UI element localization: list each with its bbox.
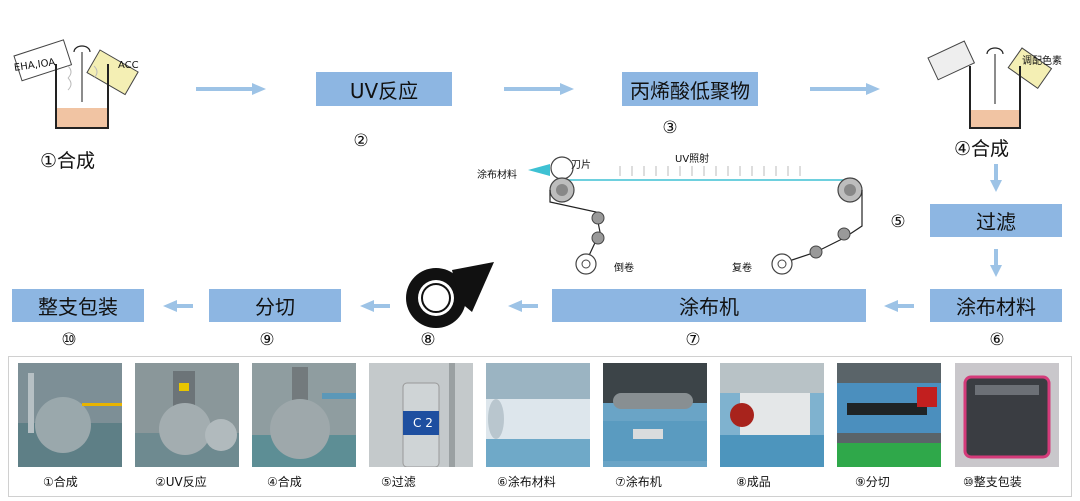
step1-beaker-illustration [8, 38, 148, 138]
step2-box: UV反应 [316, 72, 452, 106]
step1-label: ①合成 [40, 150, 96, 172]
photo-coater [603, 363, 707, 467]
coater-unwind-label: 倒卷 [614, 263, 634, 274]
arrow-6-7 [884, 300, 914, 312]
photo-packaging [955, 363, 1059, 467]
photo-caption-2: ②UV反应 [155, 475, 207, 489]
step3-box: 丙烯酸低聚物 [622, 72, 758, 106]
step4-beaker-illustration [924, 38, 1070, 138]
photo-finished-product [720, 363, 824, 467]
step4-label: ④合成 [954, 138, 1010, 160]
arrow-1-2 [196, 83, 266, 95]
step5-number: ⑤ [890, 212, 906, 232]
step10-box: 整支包装 [12, 289, 144, 322]
photo-caption-3: ④合成 [267, 475, 302, 489]
coater-blade-label: 刀片 [571, 160, 591, 171]
step6-number: ⑥ [989, 330, 1005, 350]
step10-number: ⑩ [61, 330, 77, 350]
photo-synthesis-4 [252, 363, 356, 467]
step9-box: 分切 [209, 289, 341, 322]
arrow-9-10 [163, 300, 193, 312]
tape-roll-icon [402, 262, 494, 332]
photo-caption-8: ⑨分切 [855, 475, 890, 489]
step7-number: ⑦ [685, 330, 701, 350]
svg-text:C 2: C 2 [413, 416, 433, 430]
photo-coating-material [486, 363, 590, 467]
step5-box: 过滤 [930, 204, 1062, 237]
photo-caption-1: ①合成 [43, 475, 78, 489]
step7-box: 涂布机 [552, 289, 866, 322]
arrow-5-6 [990, 249, 1002, 277]
step8-number: ⑧ [420, 330, 436, 350]
photo-caption-4: ⑤过滤 [381, 475, 416, 489]
step9-number: ⑨ [259, 330, 275, 350]
photo-synthesis-1 [18, 363, 122, 467]
step1-right-tag: ACC [118, 60, 139, 71]
coater-uv-label: UV照射 [675, 154, 710, 165]
step6-box: 涂布材料 [930, 289, 1062, 322]
coater-material-label: 涂布材料 [477, 170, 517, 181]
step2-number: ② [353, 131, 369, 151]
coater-rewind-label: 复卷 [732, 263, 752, 274]
photo-caption-6: ⑦涂布机 [615, 475, 662, 489]
photo-caption-5: ⑥涂布材料 [497, 475, 556, 489]
photo-caption-9: ⑩整支包装 [963, 475, 1022, 489]
arrow-2-3 [504, 83, 574, 95]
photo-strip: ①合成 ②UV反应 ④合成 C 2 ⑤过滤 ⑥涂布材料 ⑦涂布机 ⑧成品 ⑨分切… [8, 356, 1072, 497]
arrow-3-4 [810, 83, 880, 95]
photo-caption-7: ⑧成品 [736, 475, 771, 489]
arrow-7-8 [508, 300, 538, 312]
step3-number: ③ [662, 118, 678, 138]
step4-tag: 调配色素 [1022, 56, 1062, 67]
photo-uv-reaction [135, 363, 239, 467]
coater-diagram [470, 150, 890, 280]
arrow-4-5 [990, 164, 1002, 192]
photo-slitting [837, 363, 941, 467]
arrow-8-9 [360, 300, 390, 312]
photo-filter: C 2 [369, 363, 473, 467]
